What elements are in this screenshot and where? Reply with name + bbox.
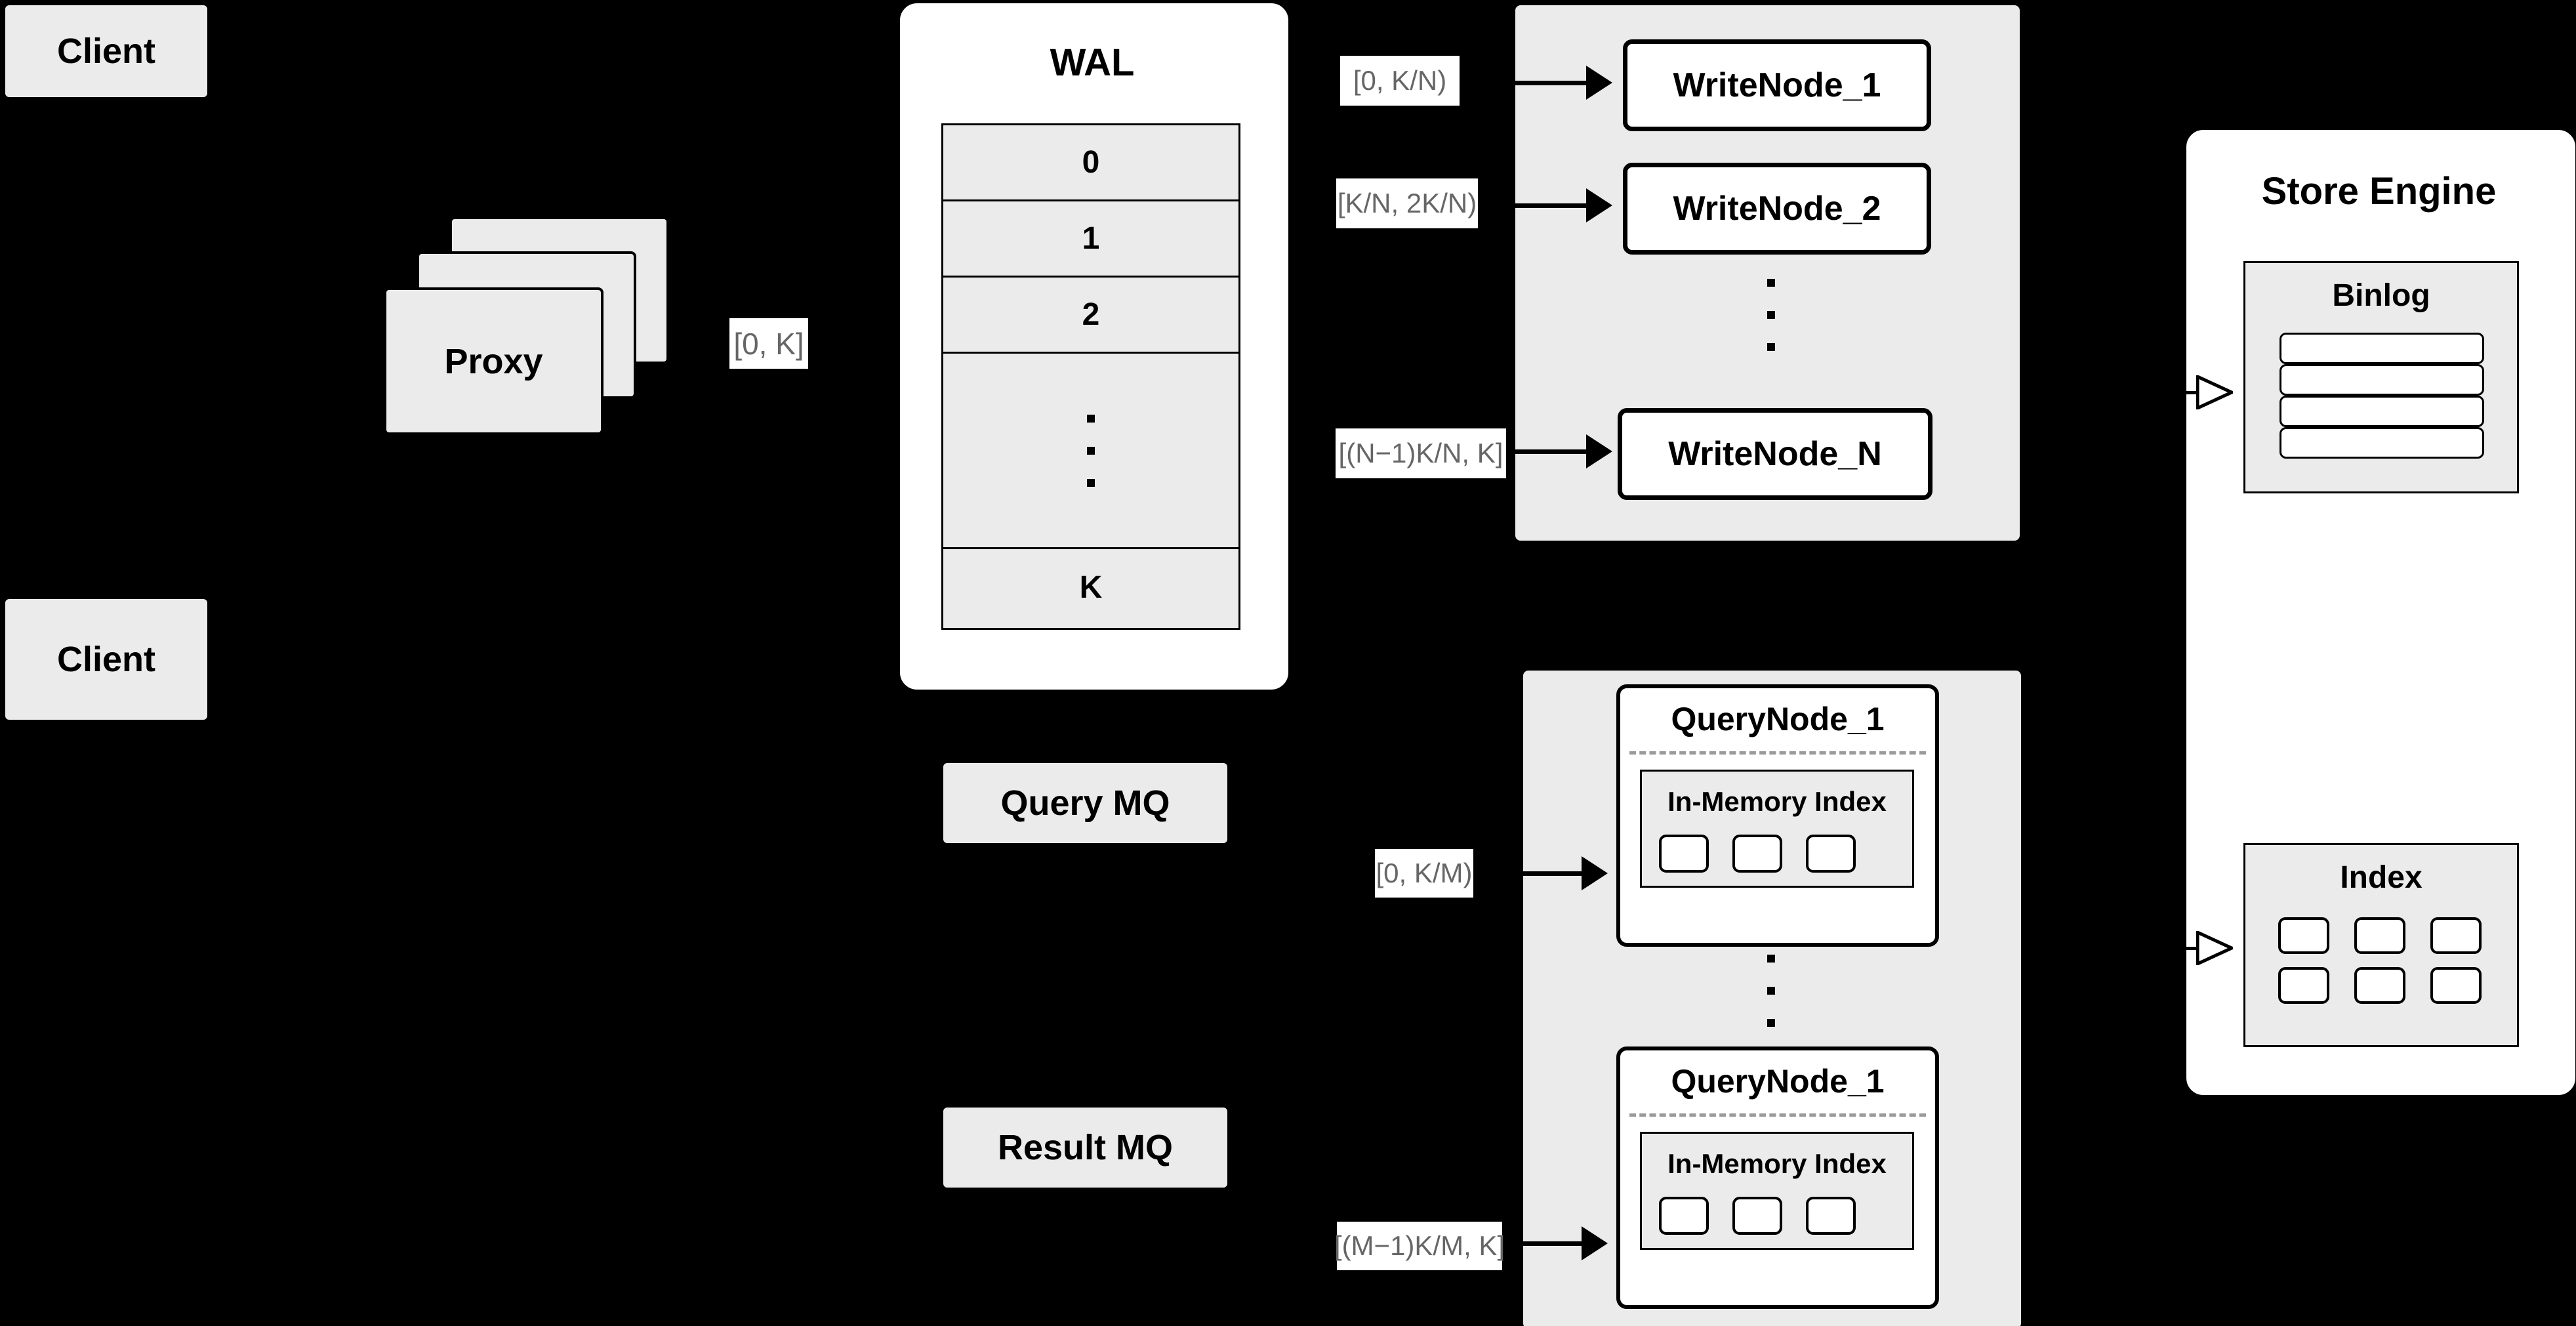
query-node-1-segment-3 bbox=[1806, 835, 1856, 873]
binlog-box: Binlog bbox=[2243, 261, 2519, 493]
index-box: Index bbox=[2243, 843, 2519, 1047]
proxy-stack[interactable]: Proxy bbox=[384, 217, 669, 440]
wal-row-ellipsis bbox=[943, 354, 1238, 549]
arrow-line-binlog bbox=[2142, 391, 2201, 394]
proxy-card-front[interactable]: Proxy bbox=[384, 287, 603, 435]
arrow-line-query-2 bbox=[1509, 1241, 1584, 1246]
client-box-1[interactable]: Client bbox=[5, 5, 207, 97]
write-node-2-label: WriteNode_2 bbox=[1673, 190, 1881, 228]
query-node-1-segment-1 bbox=[1659, 835, 1709, 873]
client-label-1: Client bbox=[56, 31, 155, 71]
client-box-2[interactable]: Client bbox=[5, 599, 207, 720]
write-node-2-range-label: [K/N, 2K/N) bbox=[1336, 178, 1478, 228]
index-title: Index bbox=[2340, 860, 2423, 895]
index-cell-6 bbox=[2430, 967, 2482, 1004]
wal-row-0: 0 bbox=[943, 125, 1238, 201]
query-node-2-segment-1 bbox=[1659, 1197, 1709, 1235]
index-cell-2 bbox=[2354, 917, 2405, 954]
write-node-n-range-label: [(N−1)K/N, K] bbox=[1336, 428, 1506, 478]
index-cell-5 bbox=[2354, 967, 2405, 1004]
wal-table: 0 1 2 K bbox=[941, 123, 1240, 630]
query-node-2-label: QueryNode_1 bbox=[1671, 1063, 1885, 1100]
index-cell-3 bbox=[2430, 917, 2482, 954]
query-node-1-memory-index: In-Memory Index bbox=[1640, 770, 1914, 888]
proxy-wal-range-label: [0, K] bbox=[729, 318, 808, 369]
arrow-head-query-2 bbox=[1582, 1226, 1608, 1260]
query-node-1-segment-2 bbox=[1732, 835, 1782, 873]
arrow-line-write-1 bbox=[1502, 81, 1587, 85]
arrow-head-write-n bbox=[1586, 434, 1612, 468]
write-cluster-ellipsis bbox=[1767, 279, 1776, 351]
write-node-n[interactable]: WriteNode_N bbox=[1618, 408, 1932, 500]
binlog-row-4 bbox=[2280, 427, 2484, 459]
wal-row-1: 1 bbox=[943, 201, 1238, 278]
query-node-2-segment-2 bbox=[1732, 1197, 1782, 1235]
arrow-head-write-2 bbox=[1586, 188, 1612, 222]
query-node-2-range-label: [(M−1)K/M, K] bbox=[1334, 1222, 1505, 1270]
wal-row-2: 2 bbox=[943, 278, 1238, 354]
query-node-2-segment-3 bbox=[1806, 1197, 1856, 1235]
write-node-1-label: WriteNode_1 bbox=[1673, 66, 1881, 104]
proxy-label: Proxy bbox=[444, 341, 543, 381]
write-node-2[interactable]: WriteNode_2 bbox=[1623, 163, 1931, 255]
arrow-head-query-1 bbox=[1582, 856, 1608, 890]
query-cluster-ellipsis bbox=[1767, 955, 1776, 1027]
query-mq-label: Query MQ bbox=[1000, 783, 1170, 823]
query-node-1-label: QueryNode_1 bbox=[1671, 701, 1885, 737]
write-node-1-range-label: [0, K/N) bbox=[1340, 56, 1460, 106]
result-mq-label: Result MQ bbox=[997, 1128, 1174, 1167]
store-engine-title: Store Engine bbox=[2261, 170, 2497, 213]
wal-ellipsis-dots bbox=[1087, 414, 1095, 487]
write-node-n-label: WriteNode_N bbox=[1668, 435, 1882, 473]
write-node-1[interactable]: WriteNode_1 bbox=[1623, 39, 1931, 131]
client-label-2: Client bbox=[56, 640, 155, 679]
arrow-line-write-2 bbox=[1502, 203, 1587, 208]
result-mq-box[interactable]: Result MQ bbox=[943, 1108, 1227, 1188]
query-node-1-separator bbox=[1629, 751, 1926, 755]
query-mq-box[interactable]: Query MQ bbox=[943, 763, 1227, 843]
query-node-2-separator bbox=[1629, 1113, 1926, 1117]
query-node-1-memory-index-title: In-Memory Index bbox=[1667, 786, 1887, 817]
binlog-title: Binlog bbox=[2332, 278, 2430, 313]
wal-title: WAL bbox=[1050, 41, 1135, 84]
query-node-2[interactable]: QueryNode_1 In-Memory Index bbox=[1616, 1046, 1939, 1309]
query-node-1[interactable]: QueryNode_1 In-Memory Index bbox=[1616, 684, 1939, 947]
arrow-line-write-n bbox=[1509, 449, 1587, 454]
arrow-line-query-1 bbox=[1501, 871, 1583, 876]
binlog-row-1 bbox=[2280, 333, 2484, 364]
wal-row-k: K bbox=[943, 549, 1238, 625]
arrow-head-write-1 bbox=[1586, 66, 1612, 100]
binlog-row-3 bbox=[2280, 396, 2484, 427]
index-cell-4 bbox=[2278, 967, 2329, 1004]
binlog-row-2 bbox=[2280, 364, 2484, 396]
query-node-2-memory-index-title: In-Memory Index bbox=[1667, 1148, 1887, 1179]
arrow-line-index bbox=[2142, 947, 2201, 950]
index-cell-1 bbox=[2278, 917, 2329, 954]
query-node-2-memory-index: In-Memory Index bbox=[1640, 1132, 1914, 1250]
query-node-1-range-label: [0, K/M) bbox=[1375, 849, 1473, 898]
